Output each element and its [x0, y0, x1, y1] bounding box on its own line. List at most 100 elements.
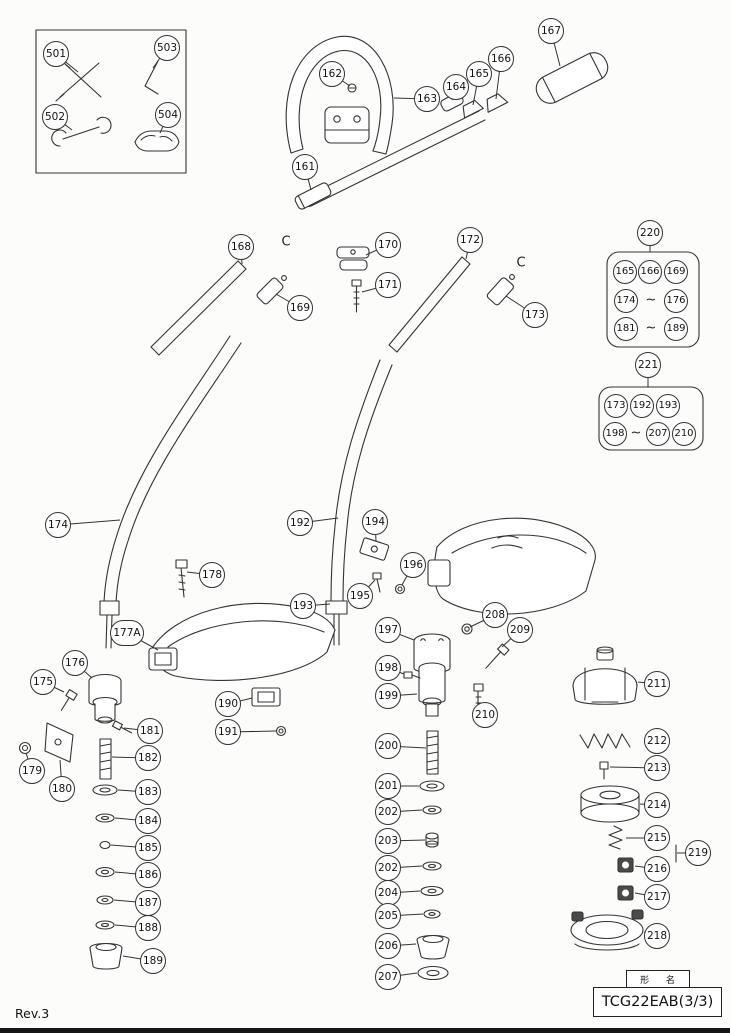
wrench-icon — [62, 126, 100, 140]
balloon-198: 198 — [375, 655, 401, 681]
balloon-181: 181 — [137, 718, 163, 744]
balloon-172: 172 — [457, 227, 483, 253]
balloon-178: 178 — [199, 562, 225, 588]
pipe-fittings — [440, 52, 609, 119]
toolbox-group — [35, 29, 187, 174]
balloon-162: 162 — [319, 61, 345, 87]
range-tilde: ~ — [645, 292, 657, 308]
balloon-171: 171 — [375, 272, 401, 298]
balloon-193: 193 — [656, 394, 680, 418]
balloon-185: 185 — [135, 835, 161, 861]
range-tilde: ~ — [645, 320, 657, 336]
left-gearhead — [18, 559, 188, 970]
balloon-183: 183 — [135, 779, 161, 805]
range-tilde: ~ — [630, 425, 642, 441]
balloon-190: 190 — [215, 691, 241, 717]
balloon-219: 219 — [685, 840, 711, 866]
balloon-187: 187 — [135, 890, 161, 916]
balloon-194: 194 — [362, 509, 388, 535]
balloon-208: 208 — [482, 602, 508, 628]
balloon-197: 197 — [375, 617, 401, 643]
balloon-199: 199 — [375, 683, 401, 709]
balloon-200: 200 — [375, 733, 401, 759]
balloon-207: 207 — [646, 422, 670, 446]
balloon-170: 170 — [375, 232, 401, 258]
left-upper-tube — [150, 260, 287, 356]
balloon-202: 202 — [375, 799, 401, 825]
balloon-179: 179 — [19, 758, 45, 784]
spring-icon — [579, 733, 631, 749]
balloon-189: 189 — [664, 317, 688, 341]
balloon-182: 182 — [135, 745, 161, 771]
shaft-clamp — [336, 246, 370, 313]
handle-clamp-strip — [294, 182, 332, 210]
group-boxes — [598, 251, 704, 451]
middle-gearcase — [403, 623, 510, 717]
balloon-163: 163 — [414, 86, 440, 112]
balloon-189: 189 — [140, 948, 166, 974]
balloon-193: 193 — [290, 593, 316, 619]
left-curved-shaft — [99, 335, 242, 649]
balloon-188: 188 — [135, 915, 161, 941]
balloon-202: 202 — [375, 855, 401, 881]
balloon-161: 161 — [292, 154, 318, 180]
section-marker-c-right: C — [516, 255, 526, 271]
middle-hardware-stack — [416, 730, 450, 981]
balloon-164: 164 — [443, 74, 469, 100]
balloon-186: 186 — [135, 862, 161, 888]
balloon-176: 176 — [62, 650, 88, 676]
balloon-207: 207 — [375, 964, 401, 990]
balloon-173: 173 — [604, 394, 628, 418]
balloon-166: 166 — [638, 260, 662, 284]
balloon-212: 212 — [644, 728, 670, 754]
balloon-209: 209 — [507, 617, 533, 643]
balloon-211: 211 — [644, 671, 670, 697]
balloon-218: 218 — [644, 923, 670, 949]
balloon-201: 201 — [375, 773, 401, 799]
balloon-165: 165 — [466, 61, 492, 87]
balloon-169: 169 — [287, 295, 313, 321]
balloon-166: 166 — [488, 46, 514, 72]
balloon-502: 502 — [42, 104, 68, 130]
balloon-216: 216 — [644, 856, 670, 882]
right-upper-tube — [388, 256, 515, 353]
balloon-198: 198 — [603, 422, 627, 446]
trimmer-head-parts — [570, 646, 677, 951]
balloon-210: 210 — [672, 422, 696, 446]
balloon-184: 184 — [135, 808, 161, 834]
balloon-203: 203 — [375, 828, 401, 854]
left-guard — [148, 602, 336, 737]
balloon-196: 196 — [400, 552, 426, 578]
balloon-169: 169 — [664, 260, 688, 284]
balloon-501: 501 — [43, 41, 69, 67]
balloon-192: 192 — [287, 510, 313, 536]
balloon-205: 205 — [375, 903, 401, 929]
balloon-192: 192 — [630, 394, 654, 418]
balloon-177a: 177A — [110, 620, 144, 646]
title-block: 形 名 TCG22EAB(3/3) — [593, 970, 722, 1017]
balloon-504: 504 — [155, 102, 181, 128]
balloon-165: 165 — [613, 260, 637, 284]
balloon-220: 220 — [637, 220, 663, 246]
balloon-176: 176 — [664, 289, 688, 313]
balloon-174: 174 — [614, 289, 638, 313]
balloon-195: 195 — [347, 583, 373, 609]
hex-key-icon — [144, 60, 159, 95]
handle-assembly — [285, 35, 394, 155]
balloon-214: 214 — [644, 792, 670, 818]
balloon-168: 168 — [228, 234, 254, 260]
balloon-173: 173 — [522, 302, 548, 328]
balloon-174: 174 — [45, 512, 71, 538]
balloon-503: 503 — [154, 35, 180, 61]
balloon-180: 180 — [49, 776, 75, 802]
balloon-191: 191 — [215, 719, 241, 745]
balloon-221: 221 — [635, 352, 661, 378]
balloon-210: 210 — [472, 702, 498, 728]
right-guard — [427, 517, 596, 615]
shaft-mount-clamp — [359, 537, 406, 595]
model-number: TCG22EAB(3/3) — [593, 987, 722, 1017]
model-name-header: 形 名 — [625, 970, 690, 987]
balloon-175: 175 — [30, 669, 56, 695]
